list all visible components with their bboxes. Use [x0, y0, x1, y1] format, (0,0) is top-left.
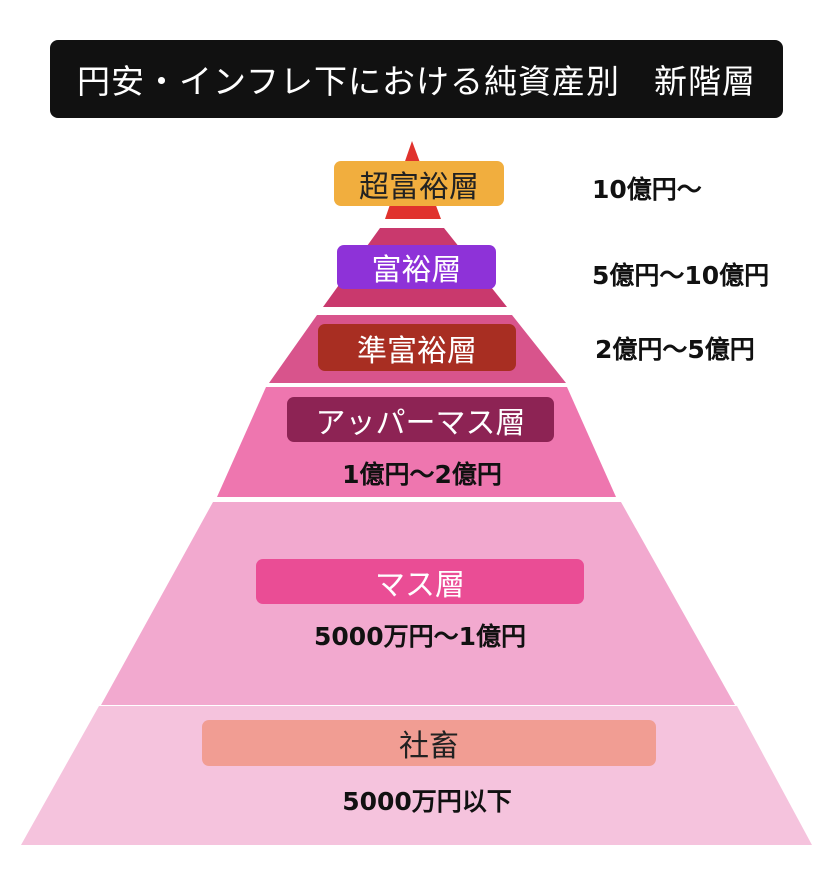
- tier-1-label: 超富裕層: [334, 161, 504, 206]
- tier-2-range: 5億円～10億円: [592, 261, 770, 290]
- tier-1-range: 10億円～: [592, 175, 702, 204]
- diagram-title: 円安・インフレ下における純資産別 新階層: [50, 40, 783, 118]
- tier-4-label: アッパーマス層: [287, 397, 554, 442]
- tier-2-label: 富裕層: [337, 245, 496, 289]
- tier-4-range: 1億円～2億円: [342, 460, 502, 489]
- tier-5-range: 5000万円～1億円: [314, 622, 526, 651]
- tier-6-range: 5000万円以下: [342, 787, 512, 816]
- tier-3-label: 準富裕層: [318, 324, 516, 371]
- tier-6-label: 社畜: [202, 720, 656, 766]
- tier-5-label: マス層: [256, 559, 584, 604]
- tier-3-range: 2億円～5億円: [595, 335, 755, 364]
